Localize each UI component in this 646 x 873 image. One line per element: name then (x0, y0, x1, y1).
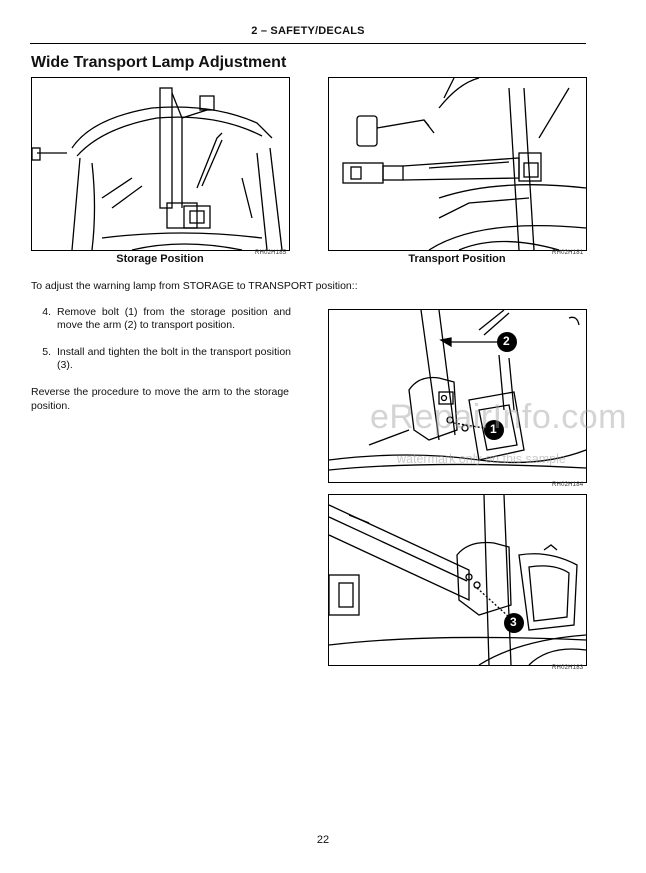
watermark-text: eRepairInfo.com (370, 398, 627, 436)
figure-code: RH02H185 (255, 250, 287, 256)
figure-caption-transport: Transport Position (408, 253, 506, 265)
callout-2 (497, 332, 517, 352)
callout-3 (504, 613, 524, 633)
instruction-step: 5. Install and tighten the bolt in the t… (31, 346, 291, 372)
callout-label-1: 1 (490, 422, 497, 436)
storage-position-illustration (32, 87, 283, 250)
callout-label-3: 3 (510, 615, 517, 629)
page-number: 22 (316, 834, 330, 846)
step-number: 4. (42, 306, 51, 318)
callout-1 (484, 420, 504, 440)
figure-bolt-removal: 2 1 (328, 309, 587, 483)
instruction-intro: To adjust the warning lamp from STORAGE … (31, 280, 358, 292)
figure-code: RH02H184 (552, 482, 584, 488)
bolt-removal-illustration (329, 310, 586, 471)
figure-code: RH02H183 (552, 665, 584, 671)
reverse-instruction: Reverse the procedure to move the arm to… (31, 386, 289, 412)
transport-position-illustration (342, 78, 586, 250)
watermark-subtext: watermark only on this sample (397, 452, 566, 466)
bolt-transport-illustration (329, 495, 586, 665)
section-header: 2 – SAFETY/DECALS (30, 25, 586, 44)
step-number: 5. (42, 346, 51, 358)
instruction-step: 4. Remove bolt (1) from the storage posi… (31, 306, 291, 332)
figure-transport-position (328, 77, 587, 251)
step-text: Install and tighten the bolt in the tran… (57, 346, 291, 371)
figure-code: RH02H181 (552, 250, 584, 256)
figure-bolt-transport: 3 (328, 494, 587, 666)
figure-storage-position (31, 77, 290, 251)
step-text: Remove bolt (1) from the storage positio… (57, 306, 291, 331)
callout-label-2: 2 (503, 334, 510, 348)
page-title: Wide Transport Lamp Adjustment (31, 54, 287, 71)
figure-caption-storage: Storage Position (116, 253, 204, 265)
